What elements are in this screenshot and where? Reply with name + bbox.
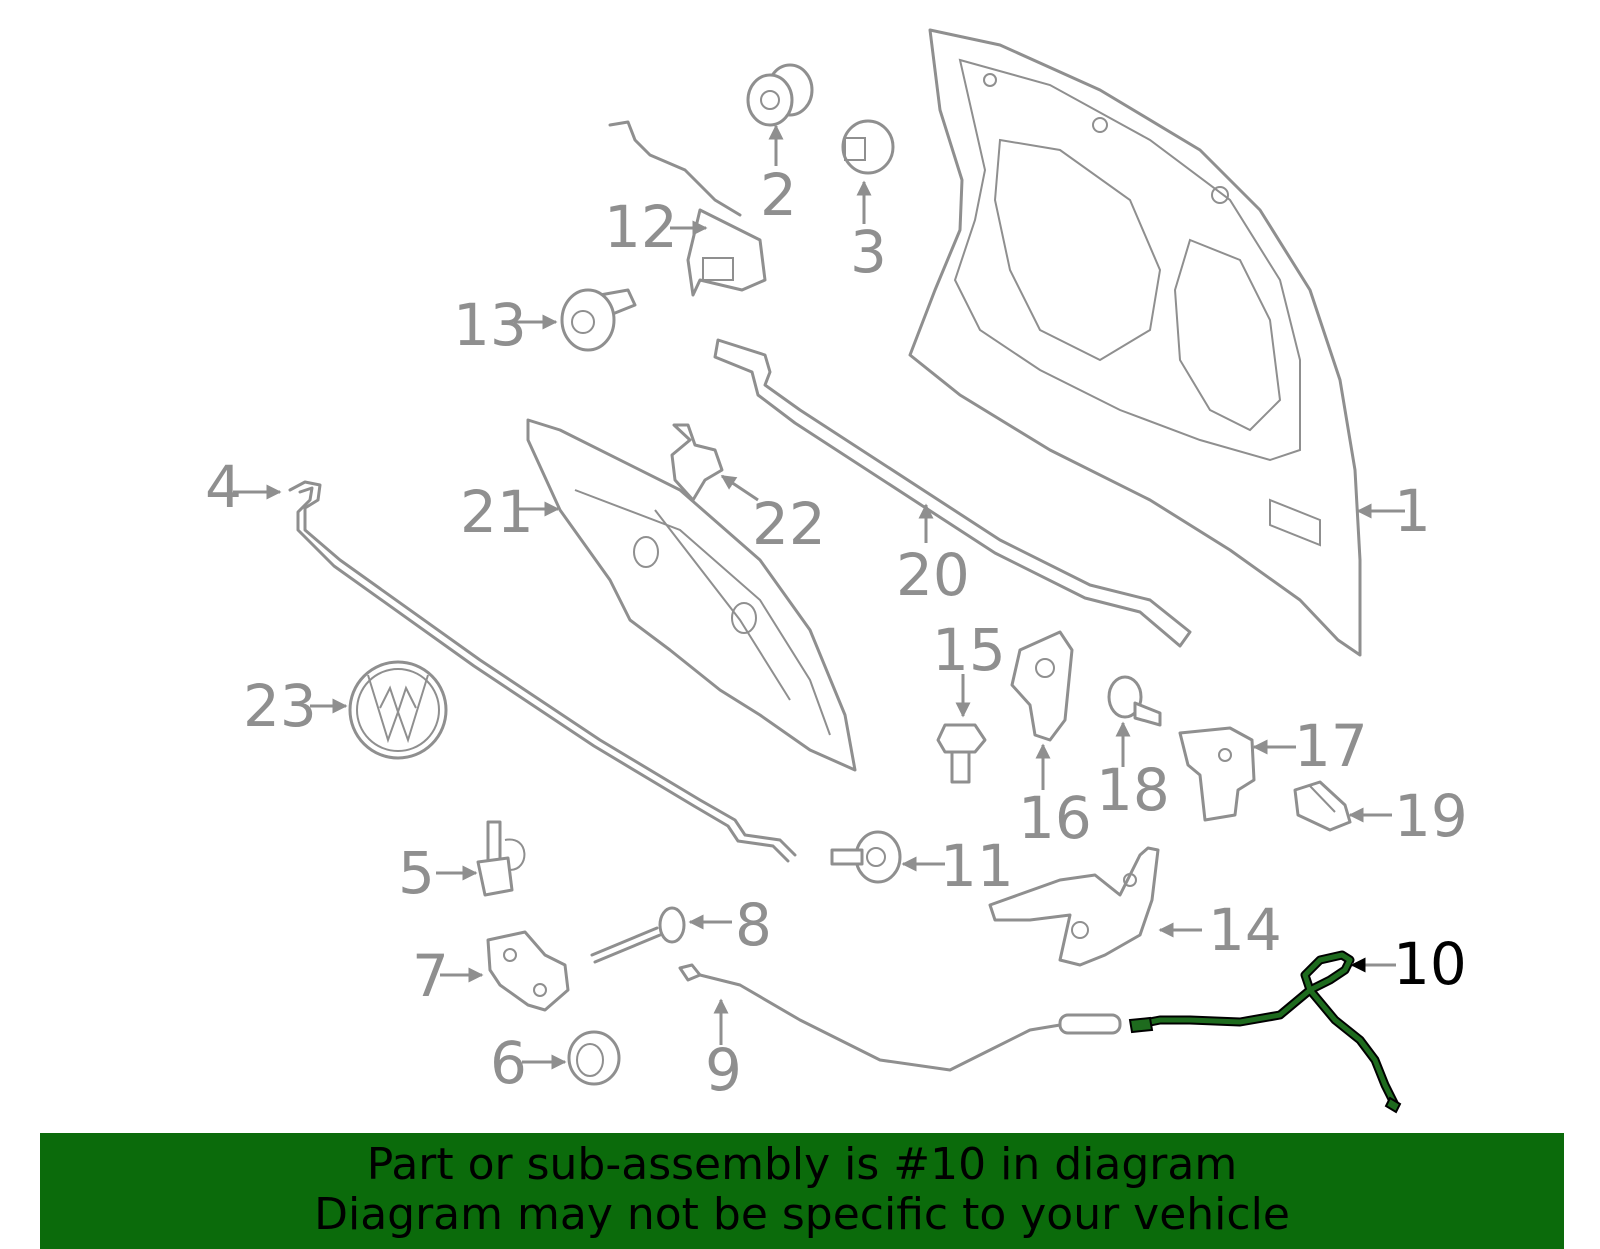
callout-11: 11	[940, 832, 1014, 900]
callout-13: 13	[453, 291, 527, 359]
callout-5: 5	[398, 839, 435, 907]
part-20-seal	[713, 338, 1192, 648]
callout-3: 3	[850, 218, 887, 286]
info-banner: Part or sub-assembly is #10 in diagram D…	[40, 1133, 1564, 1249]
part-23-emblem	[348, 660, 448, 760]
callout-6: 6	[490, 1029, 527, 1097]
callout-9: 9	[705, 1036, 742, 1104]
part-5-latch-switch	[476, 820, 526, 897]
part-6-grommet	[567, 1030, 621, 1086]
part-7-lock	[486, 930, 570, 1012]
part-11-grommet	[830, 830, 902, 884]
callout-7: 7	[412, 942, 449, 1010]
part-4-prop-rod	[288, 480, 797, 863]
part-13-bolt	[560, 288, 637, 352]
part-3-grommet	[841, 119, 895, 175]
callout-1: 1	[1394, 477, 1431, 545]
part-10-release-cable	[1128, 950, 1402, 1114]
part-22-clip	[670, 423, 724, 502]
part-9-cable	[678, 963, 1122, 1072]
callout-8: 8	[735, 891, 772, 959]
banner-line-part-number: Part or sub-assembly is #10 in diagram	[366, 1139, 1238, 1190]
callout-23: 23	[243, 672, 317, 740]
callout-21: 21	[460, 478, 534, 546]
part-1-hood	[908, 28, 1362, 657]
part-19-buffer	[1293, 780, 1352, 832]
part-14-hinge	[988, 846, 1160, 967]
part-18-stud	[1107, 675, 1162, 727]
callout-4: 4	[205, 453, 242, 521]
callout-16: 16	[1018, 784, 1092, 852]
callout-17: 17	[1294, 712, 1368, 780]
part-16-bracket	[1010, 630, 1074, 742]
callout-20: 20	[896, 541, 970, 609]
callout-14: 14	[1208, 896, 1282, 964]
part-8-bolt	[590, 906, 686, 964]
part-21-insulation	[526, 418, 857, 772]
part-15-bolt	[936, 723, 987, 784]
callout-19: 19	[1394, 782, 1468, 850]
part-17-latch-bracket	[1178, 726, 1256, 822]
callout-10: 10	[1393, 930, 1467, 998]
banner-line-disclaimer: Diagram may not be specific to your vehi…	[314, 1189, 1290, 1240]
callout-15: 15	[932, 616, 1006, 684]
callout-12: 12	[604, 193, 678, 261]
part-2-bump-stop	[746, 63, 814, 127]
callout-2: 2	[760, 161, 797, 229]
callout-22: 22	[752, 490, 826, 558]
callout-18: 18	[1096, 756, 1170, 824]
